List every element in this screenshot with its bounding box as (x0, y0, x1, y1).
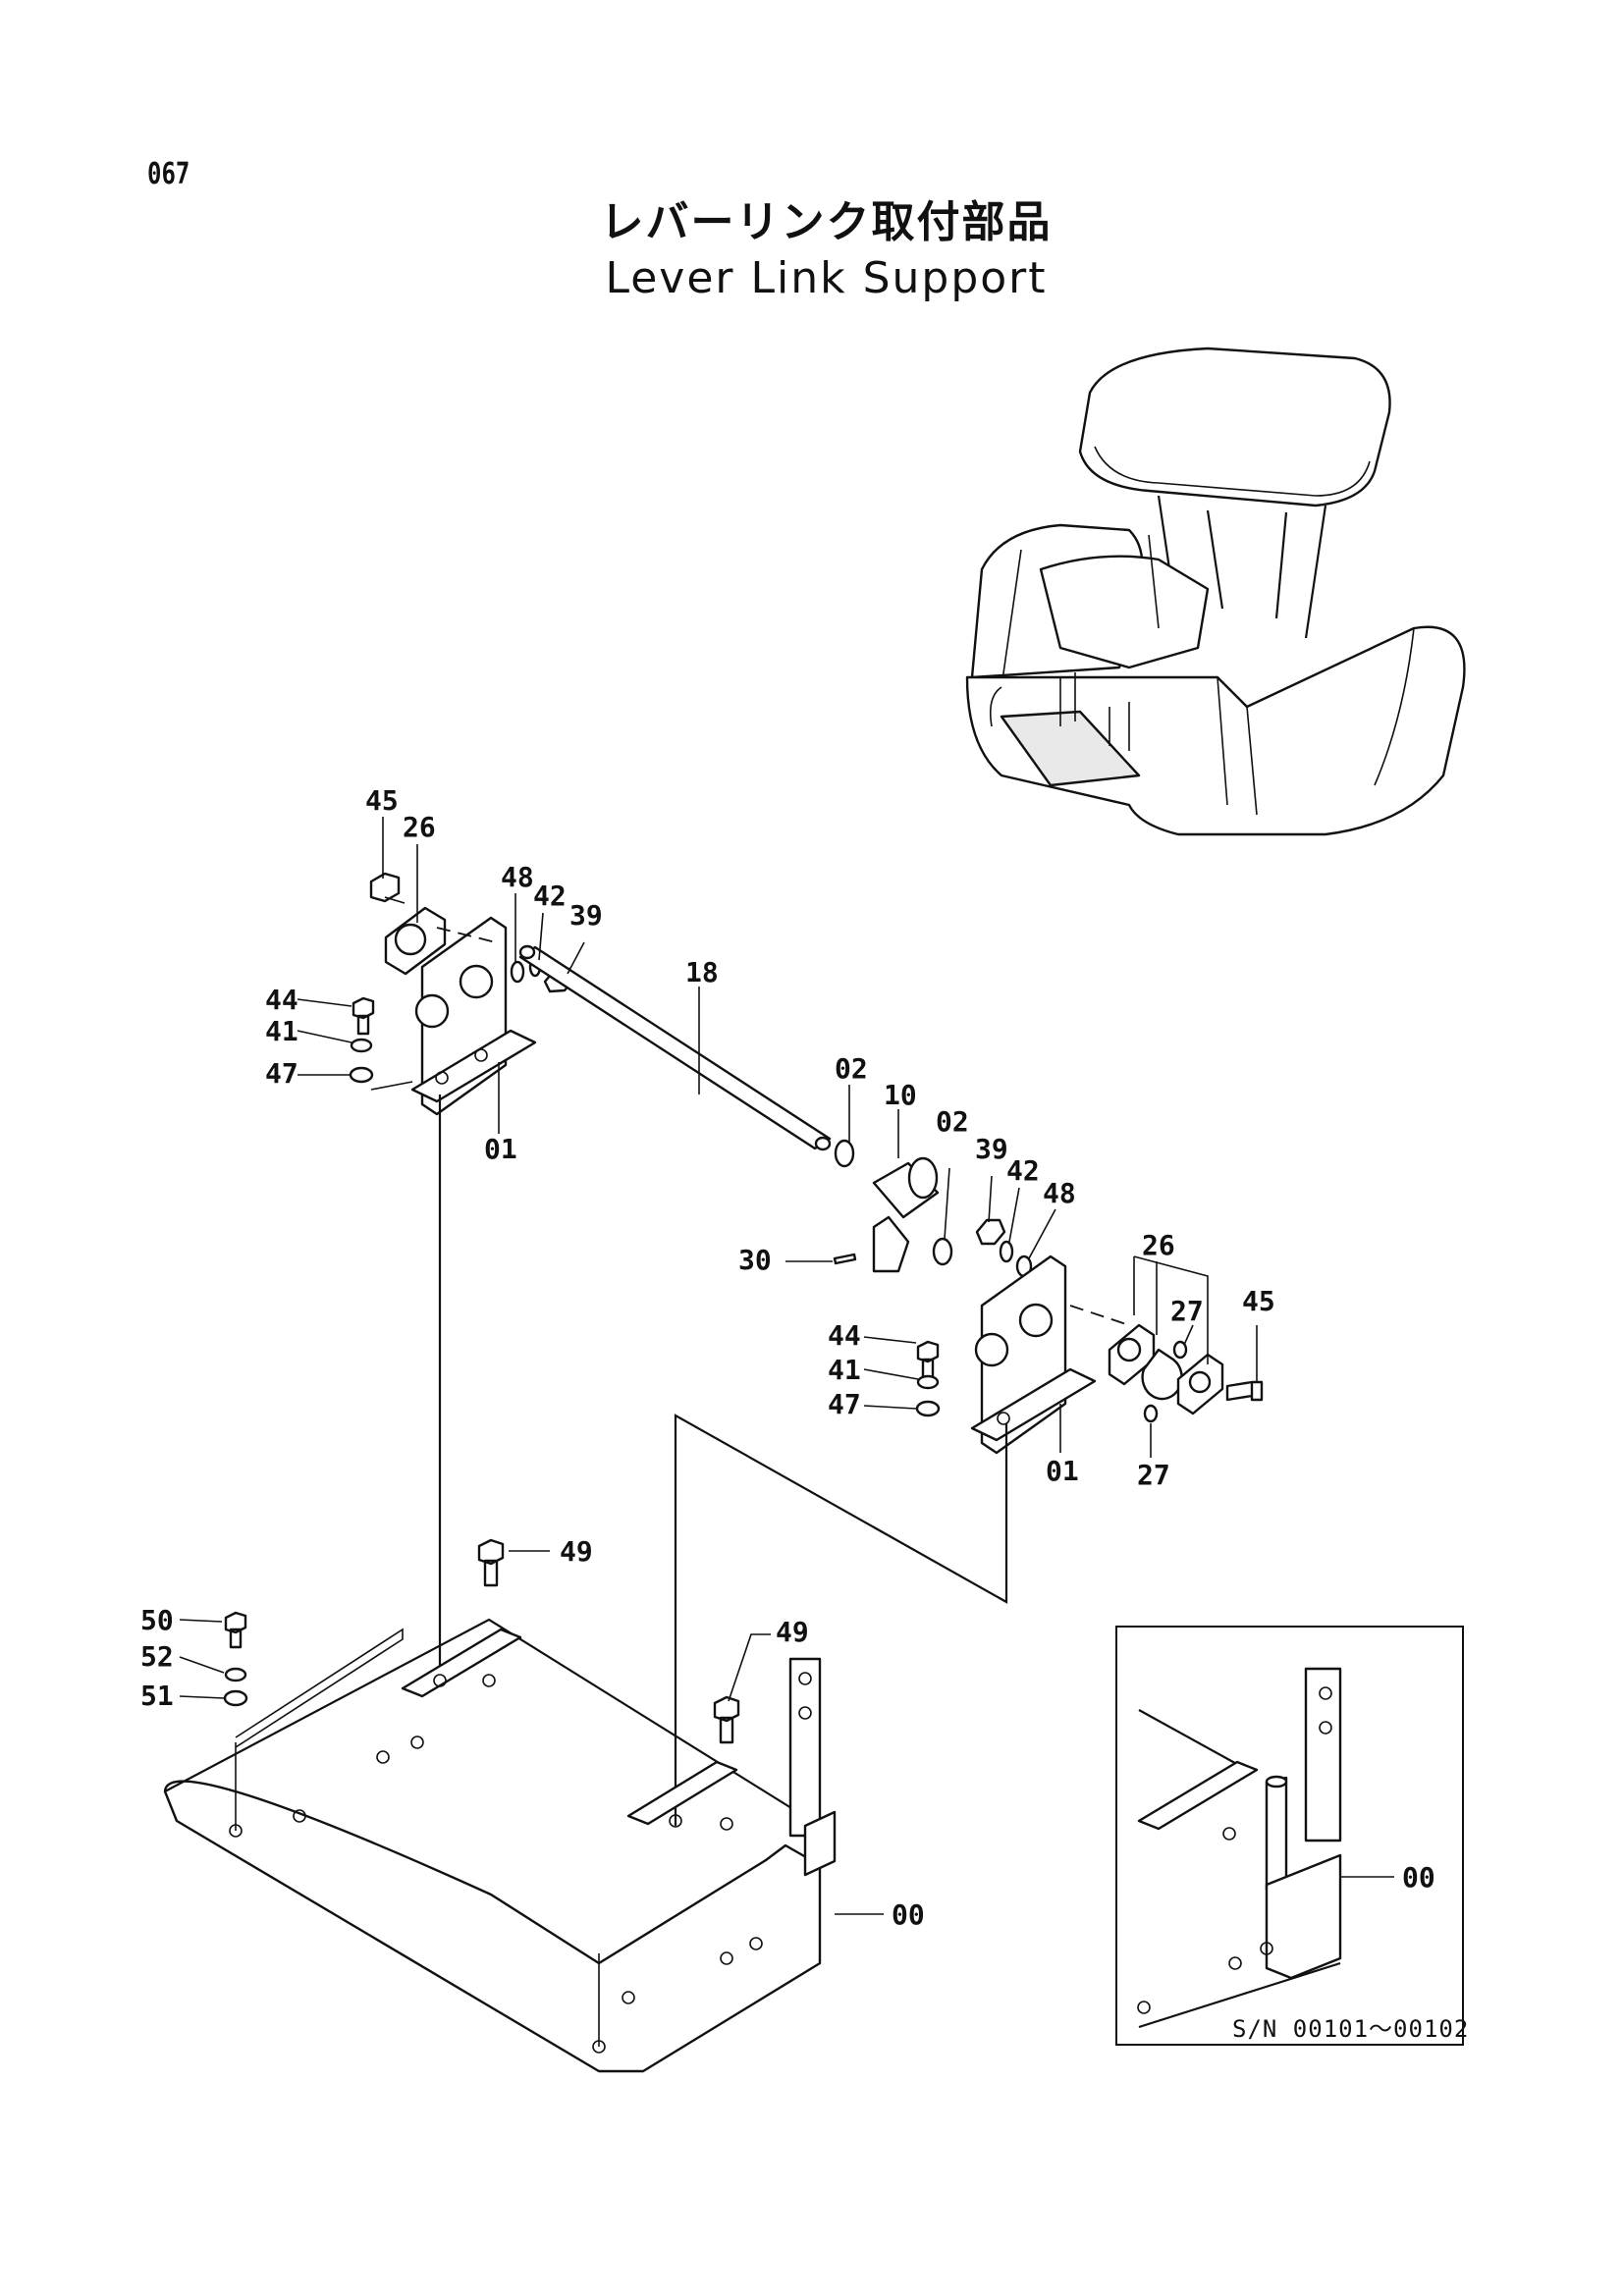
callout-41: 41 (828, 1354, 861, 1386)
callout-48: 48 (501, 861, 534, 893)
callout-39: 39 (975, 1133, 1008, 1165)
callout-02: 02 (936, 1105, 969, 1138)
title-english: Lever Link Support (605, 253, 1048, 303)
assembly-guide-lines (438, 1095, 1008, 1826)
callout-42: 42 (533, 880, 567, 912)
right-bracket-assembly (915, 1255, 1264, 1455)
inset-detail-drawing (1137, 1667, 1342, 2029)
callout-44: 44 (828, 1319, 861, 1352)
callout-51: 51 (140, 1680, 174, 1712)
callout-49: 49 (776, 1616, 809, 1648)
callout-41: 41 (265, 1015, 298, 1047)
link-assembly (833, 1139, 1033, 1278)
callout-26: 26 (1142, 1229, 1175, 1261)
callout-18: 18 (685, 956, 719, 988)
callout-49: 49 (560, 1535, 593, 1568)
shaft-18 (518, 944, 832, 1151)
callout-10: 10 (884, 1079, 917, 1111)
callout-52: 52 (140, 1640, 174, 1673)
callout-47: 47 (828, 1388, 861, 1420)
callout-01: 01 (1046, 1455, 1079, 1487)
machine-overview-illustration (965, 347, 1466, 836)
callout-26: 26 (403, 811, 436, 843)
callout-50: 50 (140, 1604, 174, 1636)
serial-number-range: S/N 00101～00102 (1232, 2015, 1470, 2043)
page-number: 067 (147, 157, 190, 191)
floor-plate-00 (163, 1538, 837, 2073)
leader-lines (179, 817, 1394, 1915)
callout-27: 27 (1170, 1295, 1204, 1327)
callout-27: 27 (1137, 1459, 1170, 1491)
callout-45: 45 (365, 784, 399, 817)
callout-labels: 45 26 48 42 39 18 44 41 47 01 02 10 02 3… (140, 784, 1435, 1931)
callout-30: 30 (738, 1244, 772, 1276)
callout-02: 02 (835, 1052, 868, 1085)
callout-48: 48 (1043, 1177, 1076, 1209)
callout-00: 00 (1402, 1861, 1435, 1894)
title-japanese: レバーリンク取付部品 (600, 197, 1053, 247)
callout-44: 44 (265, 984, 298, 1016)
left-bracket-assembly (349, 872, 576, 1116)
callout-47: 47 (265, 1057, 298, 1090)
callout-39: 39 (569, 899, 603, 932)
callout-45: 45 (1242, 1285, 1275, 1317)
callout-01: 01 (484, 1133, 517, 1165)
inset-detail-frame (1115, 1626, 1464, 2046)
callout-00: 00 (892, 1898, 925, 1931)
callout-42: 42 (1006, 1154, 1040, 1187)
